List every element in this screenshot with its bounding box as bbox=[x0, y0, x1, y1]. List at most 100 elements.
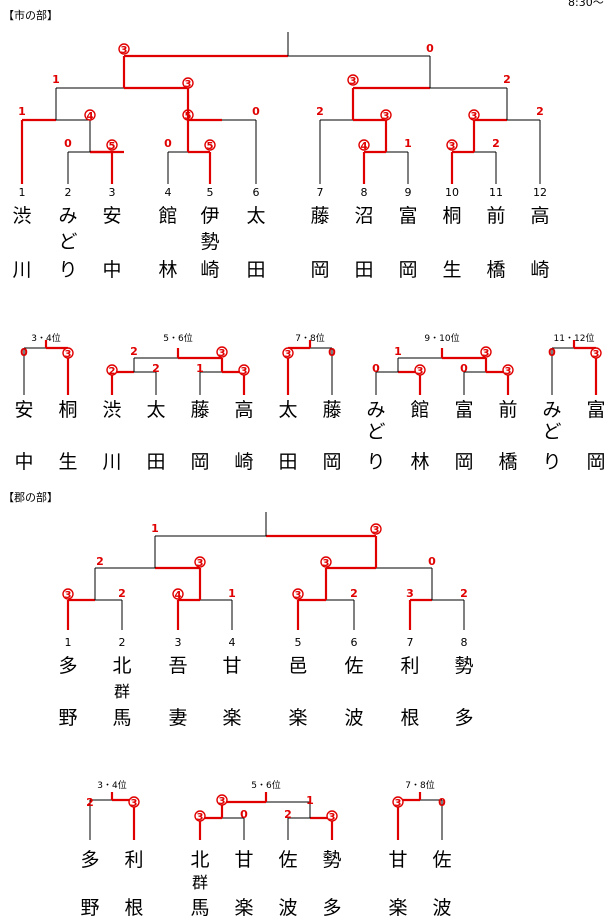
placement-team-name: 渋 bbox=[102, 399, 121, 421]
placement-team-name-bottom: 岡 bbox=[190, 451, 209, 473]
score: 0 bbox=[252, 105, 260, 118]
score-badge-ring bbox=[216, 794, 228, 806]
placement-team-name: 館 bbox=[410, 399, 429, 421]
score-badge-ring bbox=[62, 588, 74, 600]
score-badge: 3 bbox=[219, 348, 226, 359]
city-team-number: 4 bbox=[165, 186, 172, 199]
score-badge-ring bbox=[446, 139, 458, 151]
placement-team-name-mid: 群 bbox=[192, 873, 208, 892]
county-team-name: 多 bbox=[58, 655, 77, 677]
score-badge-ring bbox=[380, 109, 392, 121]
placement-team-name-bottom: 生 bbox=[58, 451, 77, 473]
city-team-name-char-0: 渋 bbox=[12, 205, 31, 227]
county-team-name: 勢 bbox=[454, 655, 473, 677]
score-badge: 3 bbox=[65, 349, 72, 360]
city-team-number: 9 bbox=[405, 186, 412, 199]
score-badge: 3 bbox=[121, 45, 128, 56]
score-badge: 4 bbox=[87, 111, 94, 122]
placement-label: 5・6位 bbox=[163, 332, 192, 344]
score: 0 bbox=[548, 346, 556, 359]
placement-team-name: 安 bbox=[14, 399, 33, 421]
city-team-name-char-0: 高 bbox=[530, 205, 549, 227]
county-team-name: 吾 bbox=[168, 655, 187, 677]
score: 2 bbox=[152, 362, 160, 375]
city-team-name-bottom: り bbox=[58, 259, 77, 281]
placement-label: 5・6位 bbox=[251, 779, 280, 791]
county-team-number: 7 bbox=[407, 636, 414, 649]
score: 2 bbox=[316, 105, 324, 118]
score-badge: 3 bbox=[219, 796, 226, 807]
county-team-number: 3 bbox=[175, 636, 182, 649]
score: 0 bbox=[328, 346, 336, 359]
placement-label: 3・4位 bbox=[31, 332, 60, 344]
city-team-number: 5 bbox=[207, 186, 214, 199]
placement-team-name-bottom: 田 bbox=[146, 451, 165, 473]
score-badge: 3 bbox=[395, 798, 402, 809]
score-badge-ring bbox=[392, 796, 404, 808]
placement-label: 3・4位 bbox=[97, 779, 126, 791]
score-badge-ring bbox=[502, 364, 514, 376]
score: 0 bbox=[426, 42, 434, 55]
county-team-name-bottom: 多 bbox=[454, 707, 473, 729]
placement-team-name: 利 bbox=[124, 849, 143, 871]
county-team-name: 邑 bbox=[288, 655, 307, 677]
county-team-name-bottom: 馬 bbox=[112, 707, 131, 729]
city-team-name-bottom: 中 bbox=[102, 259, 121, 281]
placement-team-name-bottom: 根 bbox=[124, 897, 143, 919]
score: 2 bbox=[492, 137, 500, 150]
score-badge: 3 bbox=[323, 558, 330, 569]
score-badge-ring bbox=[118, 43, 130, 55]
score-badge: 3 bbox=[197, 812, 204, 823]
score: 0 bbox=[438, 796, 446, 809]
placement-team-name: 前 bbox=[498, 399, 517, 421]
placement-team-name-bottom: 崎 bbox=[234, 451, 253, 473]
city-team-name-bottom: 岡 bbox=[398, 259, 417, 281]
city-team-name-char-0: 藤 bbox=[310, 205, 329, 227]
city-team-name-char-1: 勢 bbox=[200, 231, 219, 253]
score-badge-ring bbox=[347, 74, 359, 86]
score-badge-ring bbox=[590, 347, 602, 359]
score: 1 bbox=[228, 587, 236, 600]
score: 0 bbox=[64, 137, 72, 150]
score-badge: 3 bbox=[131, 798, 138, 809]
score: 2 bbox=[503, 73, 511, 86]
score-badge-ring bbox=[480, 346, 492, 358]
placement-team-name: 北 bbox=[190, 849, 209, 871]
county-team-name-bottom: 楽 bbox=[222, 707, 241, 729]
county-team-name-bottom: 野 bbox=[58, 707, 77, 729]
county-team-name: 利 bbox=[400, 655, 419, 677]
placement-label: 11・12位 bbox=[554, 332, 595, 344]
score-badge: 3 bbox=[329, 812, 336, 823]
county-team-name: 佐 bbox=[344, 655, 363, 677]
placement-team-name: 佐 bbox=[278, 849, 297, 871]
score-badge-ring bbox=[358, 139, 370, 151]
city-team-name-char-0: 伊 bbox=[200, 205, 219, 227]
score-badge: 4 bbox=[175, 590, 182, 601]
county-section-title: 【郡の部】 bbox=[3, 491, 58, 504]
placement-team-name: 甘 bbox=[388, 849, 407, 871]
score-badge: 3 bbox=[417, 366, 424, 377]
placement-team-name-bottom: 楽 bbox=[234, 897, 253, 919]
score-badge: 4 bbox=[361, 141, 368, 152]
city-team-name-bottom: 崎 bbox=[530, 259, 549, 281]
time-note: 8:30～ bbox=[568, 0, 604, 9]
city-team-number: 10 bbox=[445, 186, 459, 199]
city-team-number: 7 bbox=[317, 186, 324, 199]
score: 0 bbox=[428, 555, 436, 568]
score-badge-ring bbox=[238, 364, 250, 376]
score-badge-ring bbox=[128, 796, 140, 808]
score-badge: 3 bbox=[197, 558, 204, 569]
score-badge-ring bbox=[282, 347, 294, 359]
county-team-number: 5 bbox=[295, 636, 302, 649]
score-badge-ring bbox=[172, 588, 184, 600]
county-team-name: 北 bbox=[112, 655, 131, 677]
placement-team-name-bottom: 橋 bbox=[498, 451, 517, 473]
county-team-name-bottom: 波 bbox=[344, 707, 363, 729]
score: 2 bbox=[460, 587, 468, 600]
city-team-name-bottom: 川 bbox=[12, 259, 31, 281]
county-team-name-bottom: 根 bbox=[400, 707, 419, 729]
placement-label: 7・8位 bbox=[405, 779, 434, 791]
placement-team-name-bottom: り bbox=[366, 451, 385, 473]
placement-team-name-bottom: 中 bbox=[14, 451, 33, 473]
score: 2 bbox=[86, 796, 94, 809]
